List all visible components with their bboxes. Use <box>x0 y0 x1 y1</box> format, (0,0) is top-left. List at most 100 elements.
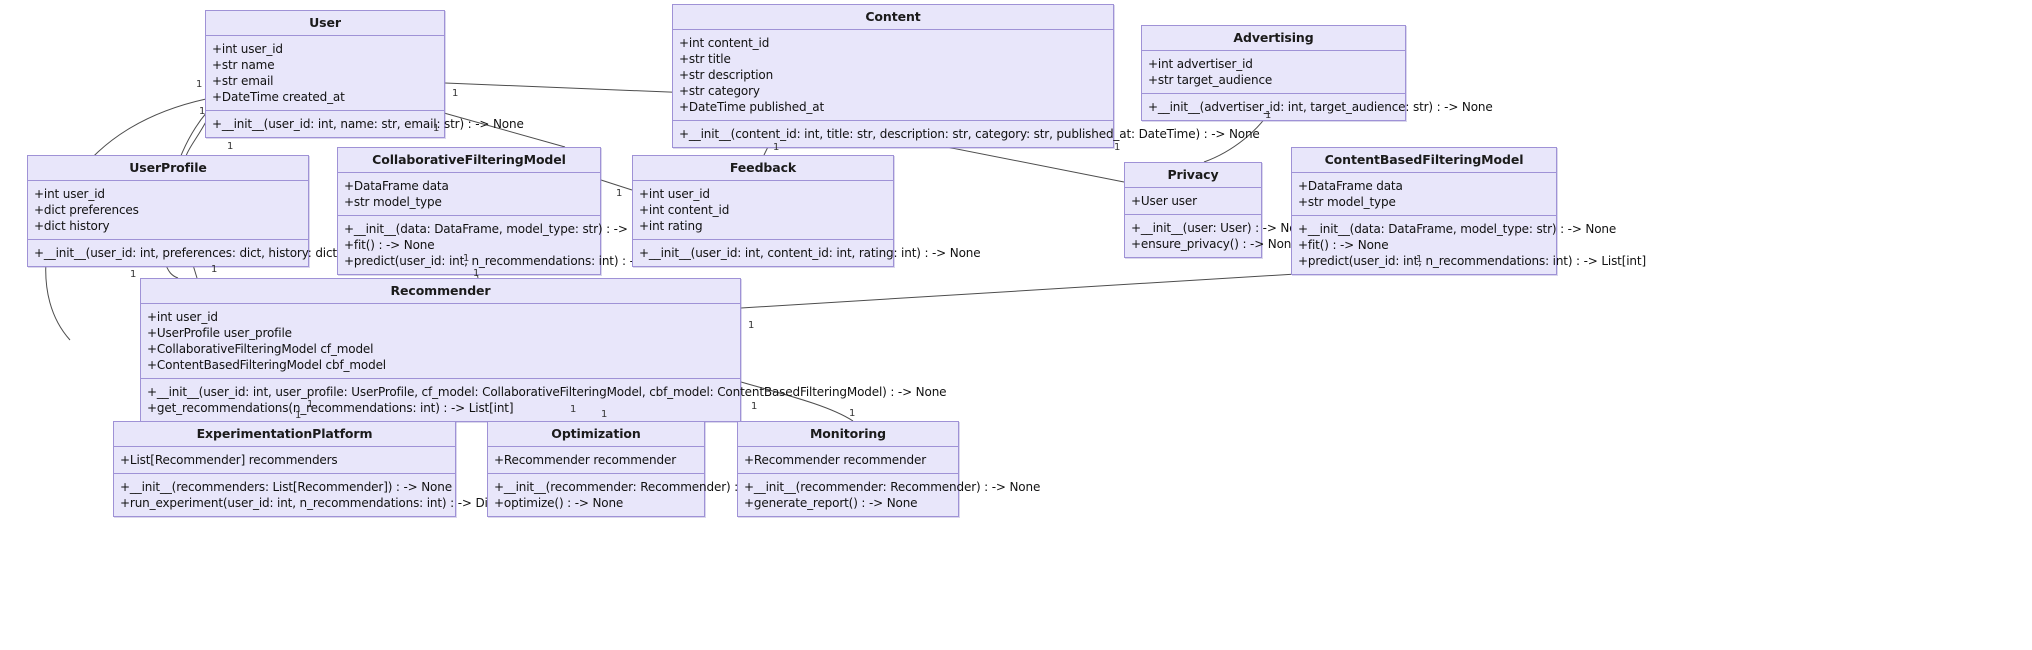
multiplicity-label: 1 <box>130 269 137 280</box>
uml-class-title: Monitoring <box>738 422 958 447</box>
uml-method-row: +__init__(recommenders: List[Recommender… <box>120 480 452 494</box>
uml-methods-section: +__init__(user_id: int, content_id: int,… <box>633 239 981 266</box>
uml-attribute-row: +int content_id <box>639 203 730 217</box>
uml-attribute-row: +int content_id <box>679 36 770 50</box>
uml-class-title: ContentBasedFilteringModel <box>1292 148 1556 173</box>
uml-class-user[interactable]: User +int user_id +str name +str email +Date… <box>205 10 524 138</box>
uml-attributes-section: +List[Recommender] recommenders <box>114 447 455 473</box>
uml-attribute-row: +DateTime published_at <box>679 100 825 114</box>
uml-attribute-row: +int advertiser_id <box>1148 57 1253 71</box>
uml-class-recommender[interactable]: Recommender +int user_id +UserProfile user… <box>140 278 947 422</box>
uml-class-monitoring[interactable]: Monitoring +Recommender recommender +__ini… <box>737 421 1041 517</box>
uml-class-cbfmodel[interactable]: ContentBasedFilteringModel+DataFrame dat… <box>1291 147 1646 275</box>
uml-attributes-section: +int user_id +UserProfile user_profile +Co… <box>141 304 740 378</box>
uml-method-row: +__init__(recommender: Recommender) : ->… <box>744 480 1041 494</box>
uml-class-title: Recommender <box>141 279 740 304</box>
uml-class-title: UserProfile <box>28 156 308 181</box>
uml-attributes-section: +User user <box>1125 188 1261 214</box>
uml-class-userprofile[interactable]: UserProfile +int user_id +dict preferences… <box>27 155 401 267</box>
uml-method-row: +__init__(user_id: int, user_profile: Us… <box>147 385 947 399</box>
uml-attribute-row: +DataFrame data <box>1298 179 1403 193</box>
uml-attribute-row: +int user_id <box>639 187 710 201</box>
multiplicity-label: 1 <box>849 408 856 419</box>
uml-attribute-row: +str model_type <box>1298 195 1396 209</box>
uml-method-row: +ensure_privacy() : -> None <box>1131 237 1299 251</box>
uml-class-title: CollaborativeFilteringModel <box>338 148 600 173</box>
uml-attribute-row: +int user_id <box>212 42 283 56</box>
uml-attribute-row: +dict preferences <box>34 203 139 217</box>
uml-methods-section: +__init__(recommender: Recommender) : ->… <box>738 473 1041 516</box>
multiplicity-label: 1 <box>227 141 234 152</box>
uml-methods-section: +__init__(user_id: int, preferences: dic… <box>28 239 401 266</box>
multiplicity-label: 1 <box>433 123 440 134</box>
uml-method-row: +run_experiment(user_id: int, n_recommen… <box>120 496 576 510</box>
uml-attributes-section: +int user_id +dict preferences +dict histo… <box>28 181 308 239</box>
uml-attribute-row: +int rating <box>639 219 703 233</box>
uml-attribute-row: +UserProfile user_profile <box>147 326 292 340</box>
uml-attribute-row: +str description <box>679 68 774 82</box>
uml-attribute-row: +User user <box>1131 194 1197 208</box>
uml-class-title: Advertising <box>1142 26 1405 51</box>
uml-method-row: +__init__(content_id: int, title: str, d… <box>679 127 1260 141</box>
uml-method-row: +get_recommendations(n_recommendations: … <box>147 401 514 415</box>
uml-methods-section: +__init__(user_id: int, name: str, email… <box>206 110 524 137</box>
uml-attributes-section: +Recommender recommender <box>488 447 704 473</box>
uml-class-feedback[interactable]: Feedback+int user_id+int content_id+int … <box>632 155 981 267</box>
uml-attribute-row: +Recommender recommender <box>494 453 676 467</box>
uml-attributes-section: +int user_id +int content_id +int rating <box>633 181 893 239</box>
multiplicity-label: 1 <box>1114 142 1121 153</box>
uml-attribute-row: +DateTime created_at <box>212 90 345 104</box>
uml-method-row: +predict(user_id: int, n_recommendations… <box>344 254 692 268</box>
uml-class-title: Feedback <box>633 156 893 181</box>
multiplicity-label: 1 <box>307 399 314 410</box>
uml-class-experimentation[interactable]: ExperimentationPlatform +List[Recommender… <box>113 421 576 517</box>
multiplicity-label: 1 <box>748 320 755 331</box>
uml-attribute-row: +str target_audience <box>1148 73 1273 87</box>
uml-method-row: +generate_report() : -> None <box>744 496 918 510</box>
uml-attributes-section: +DataFrame data+str model_type <box>338 173 600 215</box>
multiplicity-label: 1 <box>1416 254 1423 265</box>
uml-methods-section: +__init__(user: User) : -> None +ensure_p… <box>1125 214 1312 257</box>
uml-methods-section: +__init__(recommender: Recommender) : ->… <box>488 473 790 516</box>
uml-attributes-section: +int user_id +str name +str email +DateTime… <box>206 36 444 110</box>
uml-attribute-row: +str email <box>212 74 274 88</box>
uml-attribute-row: +str title <box>679 52 731 66</box>
multiplicity-label: 1 <box>751 401 758 412</box>
uml-method-row: +fit() : -> None <box>344 238 435 252</box>
uml-method-row: +__init__(user: User) : -> None <box>1131 221 1312 235</box>
uml-attributes-section: +DataFrame data +str model_type <box>1292 173 1556 215</box>
uml-attribute-row: +int user_id <box>147 310 218 324</box>
uml-method-row: +optimize() : -> None <box>494 496 624 510</box>
multiplicity-label: 1 <box>196 79 203 90</box>
multiplicity-label: 1 <box>773 142 780 153</box>
uml-attribute-row: +ContentBasedFilteringModel cbf_model <box>147 358 386 372</box>
uml-method-row: +__init__(user_id: int, name: str, email… <box>212 117 524 131</box>
uml-attribute-row: +dict history <box>34 219 110 233</box>
uml-attribute-row: +str name <box>212 58 275 72</box>
uml-attributes-section: +Recommender recommender <box>738 447 958 473</box>
uml-attribute-row: +CollaborativeFilteringModel cf_model <box>147 342 374 356</box>
uml-attribute-row: +List[Recommender] recommenders <box>120 453 338 467</box>
uml-attribute-row: +Recommender recommender <box>744 453 926 467</box>
multiplicity-label: 1 <box>463 253 470 264</box>
multiplicity-label: 1 <box>295 410 302 421</box>
uml-method-row: +fit() : -> None <box>1298 238 1389 252</box>
uml-class-advertising[interactable]: Advertising +int advertiser_id +str target… <box>1141 25 1493 121</box>
uml-class-title: Optimization <box>488 422 704 447</box>
uml-attribute-row: +int user_id <box>34 187 105 201</box>
uml-class-optimization[interactable]: Optimization +Recommender recommender +__i… <box>487 421 790 517</box>
uml-class-title: Content <box>673 5 1113 30</box>
uml-class-title: User <box>206 11 444 36</box>
uml-attributes-section: +int content_id +str title +str descriptio… <box>673 30 1113 120</box>
uml-method-row: +predict(user_id: int, n_recommendations… <box>1298 254 1646 268</box>
uml-methods-section: +__init__(data: DataFrame, model_type: s… <box>1292 215 1646 274</box>
uml-class-cfmodel[interactable]: CollaborativeFilteringModel+DataFrame da… <box>337 147 692 275</box>
uml-class-privacy[interactable]: Privacy+User user+__init__(user: User) :… <box>1124 162 1312 258</box>
uml-method-row: +__init__(advertiser_id: int, target_aud… <box>1148 100 1493 114</box>
multiplicity-label: 1 <box>616 188 623 199</box>
multiplicity-label: 1 <box>211 264 218 275</box>
uml-class-content[interactable]: Content +int content_id +str title +str des… <box>672 4 1260 148</box>
uml-class-title: ExperimentationPlatform <box>114 422 455 447</box>
uml-methods-section: +__init__(content_id: int, title: str, d… <box>673 120 1260 147</box>
